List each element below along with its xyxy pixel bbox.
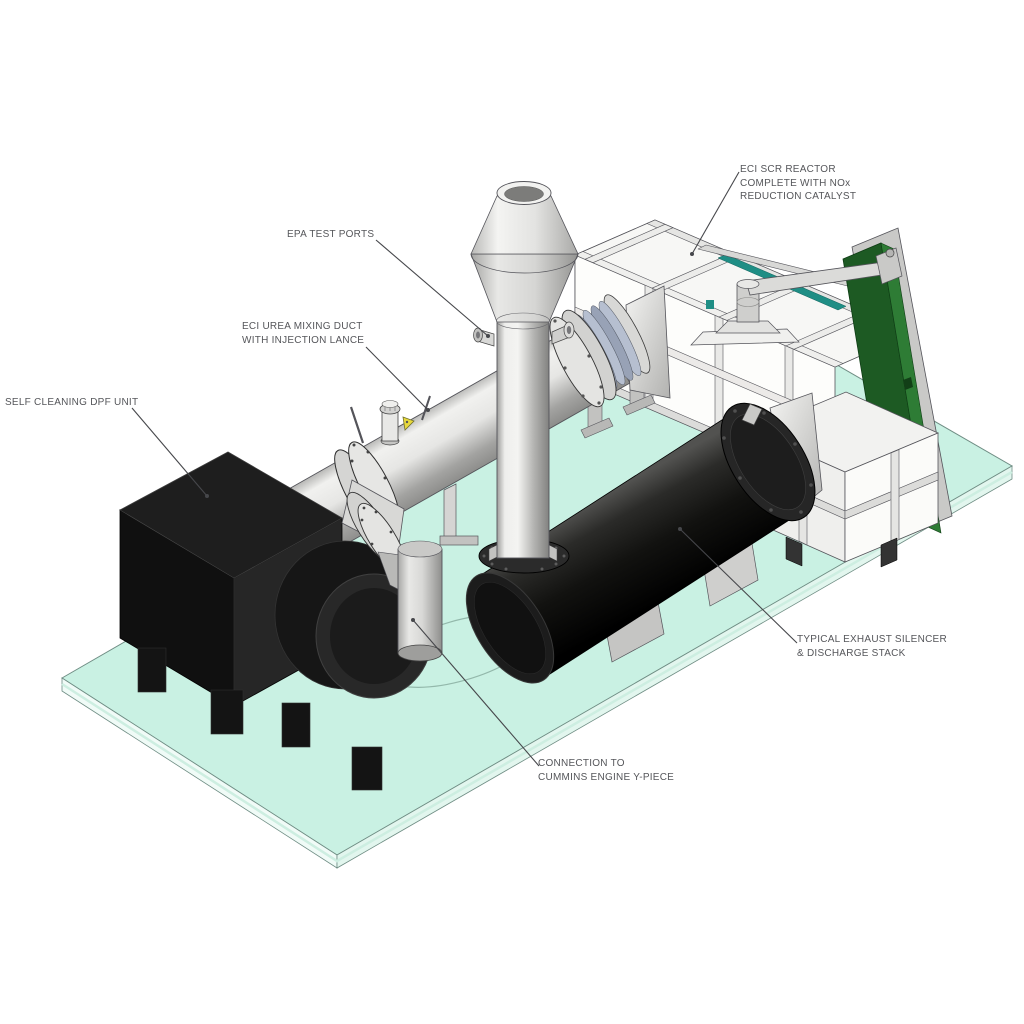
- leader-lines: [131, 171, 798, 767]
- label-line: EPA TEST PORTS: [287, 229, 375, 240]
- injection-lance: [349, 395, 431, 446]
- label-line: TYPICAL EXHAUST SILENCER: [797, 634, 947, 645]
- label-urea-mixing-duct: ECI UREA MIXING DUCT WITH INJECTION LANC…: [242, 320, 364, 347]
- label-line: ECI UREA MIXING DUCT: [242, 321, 363, 332]
- discharge-stack: [470, 181, 579, 562]
- label-line: ECI SCR REACTOR: [740, 164, 836, 175]
- label-line: SELF CLEANING DPF UNIT: [5, 397, 139, 408]
- label-line: & DISCHARGE STACK: [797, 647, 906, 659]
- epa-test-ports: [473, 321, 575, 347]
- engine-connection-pipe: [341, 479, 443, 662]
- label-exhaust-silencer: TYPICAL EXHAUST SILENCER & DISCHARGE STA…: [797, 633, 947, 660]
- label-epa-test-ports: EPA TEST PORTS: [287, 228, 374, 242]
- label-line: CUMMINS ENGINE Y-PIECE: [538, 771, 675, 783]
- label-line: REDUCTION CATALYST: [740, 191, 857, 202]
- label-line: CONNECTION TO: [538, 758, 625, 769]
- lifting-lug: [741, 403, 763, 426]
- duct-support-leg: [439, 483, 479, 546]
- silencer-flange-bolts: [722, 409, 813, 514]
- label-scr-reactor: ECI SCR REACTOR COMPLETE WITH NOx REDUCT…: [740, 163, 856, 204]
- warning-sticker: [402, 416, 415, 431]
- dpf-feet: [137, 647, 383, 791]
- label-line: COMPLETE WITH NOx: [740, 177, 851, 189]
- label-engine-connection: CONNECTION TO CUMMINS ENGINE Y-PIECE: [538, 757, 674, 784]
- label-line: WITH INJECTION LANCE: [242, 334, 365, 346]
- label-dpf-unit: SELF CLEANING DPF UNIT: [5, 396, 138, 410]
- davit-arm: [690, 247, 903, 346]
